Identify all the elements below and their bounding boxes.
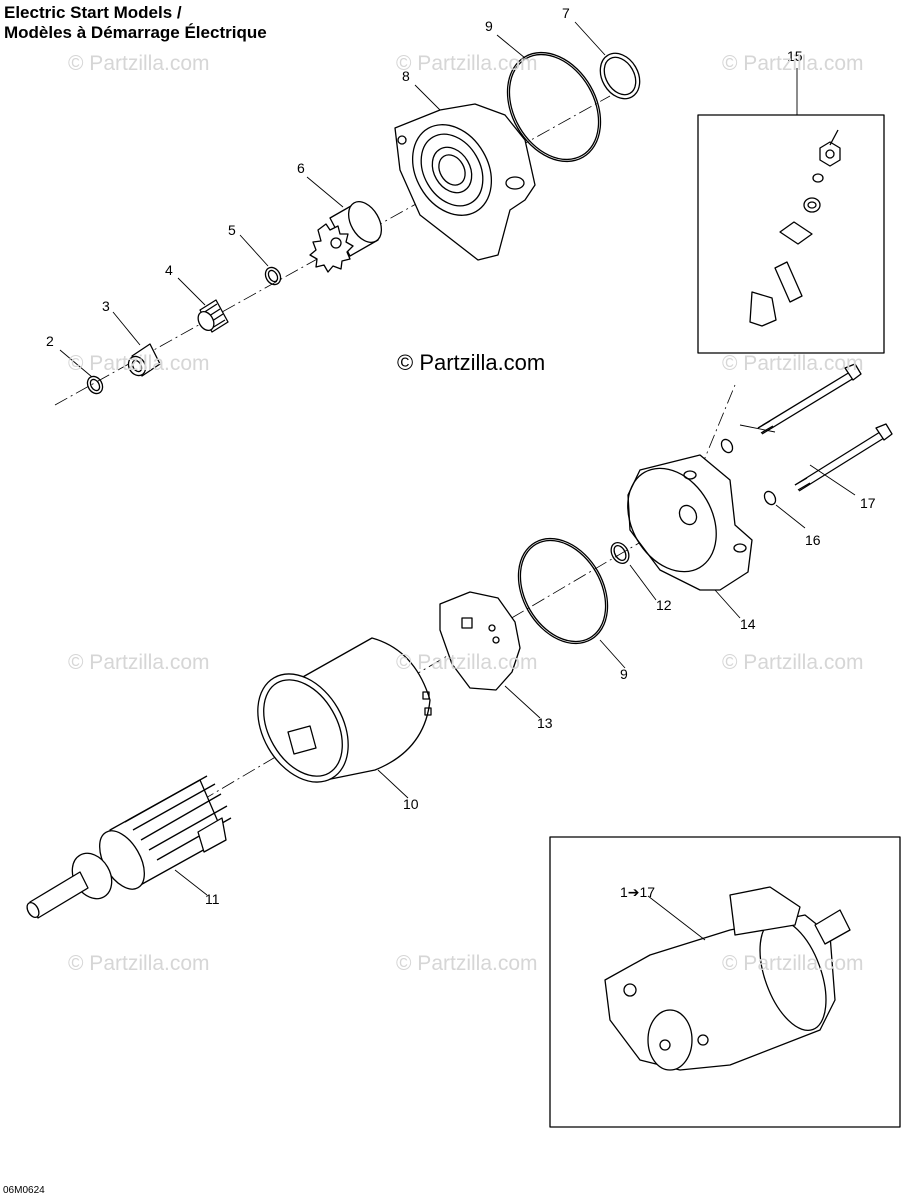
assembled-starter-box [549, 836, 901, 1128]
assembled-starter [604, 886, 851, 1071]
part-17-bolts [757, 363, 893, 492]
callout-14: 14 [740, 616, 756, 632]
copyright-text: © Partzilla.com [397, 350, 546, 375]
callout-17: 17 [860, 495, 876, 511]
part-3-bushing [127, 343, 161, 377]
callout-11: 11 [205, 891, 220, 907]
part-8-drive-housing [394, 103, 536, 261]
callout-6: 6 [297, 160, 305, 176]
part-16-washer-a [720, 438, 734, 454]
callout-12: 12 [656, 597, 672, 613]
part-15-terminal-assembly [749, 129, 841, 327]
watermark: © Partzilla.com [396, 52, 538, 75]
callout-9-lower: 9 [620, 666, 628, 682]
part-5-ring [264, 266, 282, 286]
callout-7: 7 [562, 5, 570, 21]
watermark: © Partzilla.com [396, 952, 538, 975]
callout-3: 3 [102, 298, 110, 314]
part-13-brush-plate [439, 591, 521, 691]
watermark: © Partzilla.com [722, 352, 864, 375]
part-9-o-ring-lower [517, 537, 609, 645]
part-10-frame [257, 637, 432, 783]
callout-16: 16 [805, 532, 821, 548]
callout-4: 4 [165, 262, 173, 278]
callout-1-to-17: 1➔17 [620, 884, 656, 900]
part-11-armature [26, 775, 232, 919]
callout-5: 5 [228, 222, 236, 238]
watermark: © Partzilla.com [68, 952, 210, 975]
watermark: © Partzilla.com [722, 52, 864, 75]
watermark: © Partzilla.com [68, 52, 210, 75]
title-line-2: Modèles à Démarrage Électrique [4, 23, 267, 42]
watermark: © Partzilla.com [68, 352, 210, 375]
part-9-o-ring-upper [506, 51, 602, 163]
callout-9-upper: 9 [485, 18, 493, 34]
callout-13: 13 [537, 715, 553, 731]
callout-8: 8 [402, 68, 410, 84]
part-16-washer-b [763, 490, 777, 506]
part-14-end-housing [627, 454, 753, 591]
watermark: © Partzilla.com [396, 651, 538, 674]
watermark: © Partzilla.com [68, 651, 210, 674]
watermark: © Partzilla.com [722, 952, 864, 975]
part-2-ring [86, 375, 104, 395]
lower-centerline [159, 512, 691, 826]
part-6-drive-gear [309, 201, 383, 273]
bolt-centerline [699, 384, 736, 471]
title-line-1: Electric Start Models / [4, 3, 182, 22]
part-4-spring [197, 299, 229, 333]
callout-10: 10 [403, 796, 419, 812]
part-15-box [697, 114, 885, 354]
part-12-washer [610, 542, 630, 564]
callout-2: 2 [46, 333, 54, 349]
watermark: © Partzilla.com [722, 651, 864, 674]
drawing-code: 06M0624 [3, 1185, 45, 1196]
part-7-ring [599, 52, 641, 100]
callout-15: 15 [787, 48, 803, 64]
